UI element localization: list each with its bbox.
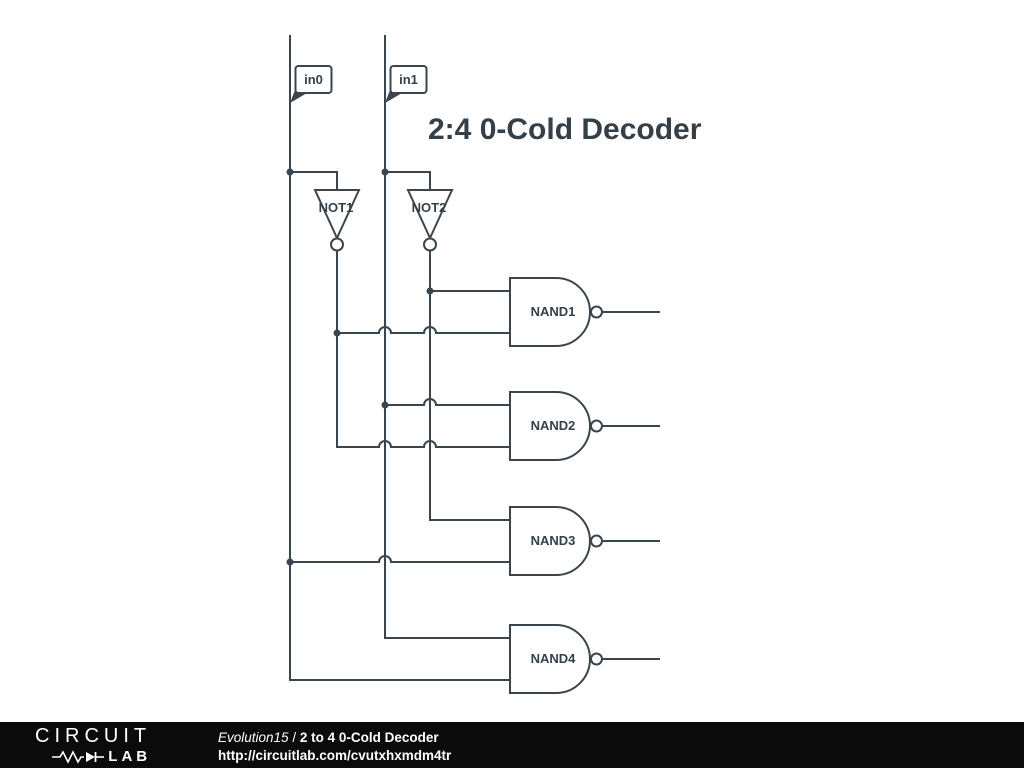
gate-label: NAND3 xyxy=(531,533,576,548)
nand-bubble xyxy=(590,534,603,548)
schematic-title: 2:4 0-Cold Decoder xyxy=(428,113,702,146)
schematic-canvas: in0 in1 2:4 0-Cold Decoder NOT1 NOT2 NAN… xyxy=(286,35,702,694)
footer-bar: CIRCUIT LAB Evolution15 / 2 to 4 0-Cold … xyxy=(0,722,1024,768)
junction-dot xyxy=(286,168,294,176)
nand-body xyxy=(509,624,591,694)
wire-nand1-bottom-input xyxy=(337,326,510,334)
logo-text-circuit: CIRCUIT xyxy=(35,725,152,747)
junction-dot xyxy=(286,558,294,566)
nand-bubble xyxy=(590,652,603,666)
nand-body xyxy=(509,277,591,347)
wire-in1-vertical xyxy=(384,35,510,639)
gate-not2[interactable]: NOT2 xyxy=(406,189,454,252)
wire-in0-vertical xyxy=(289,35,510,681)
gate-nand1[interactable]: NAND1 xyxy=(509,277,603,347)
footer-meta: Evolution15 / 2 to 4 0-Cold Decoder http… xyxy=(218,729,451,765)
wire-not2-input xyxy=(385,171,431,190)
junction-dot xyxy=(333,329,341,337)
circuit-url[interactable]: http://circuitlab.com/cvutxhxmdm4tr xyxy=(218,748,452,763)
circuit-title: 2 to 4 0-Cold Decoder xyxy=(299,730,439,745)
flag-box xyxy=(389,65,428,94)
gate-label: NOT1 xyxy=(319,200,354,215)
wire-nand3-bottom-input xyxy=(290,555,510,563)
wire-not1-output xyxy=(336,251,510,448)
gate-nand2[interactable]: NAND2 xyxy=(509,391,603,461)
circuit-symbol-icon xyxy=(52,749,105,764)
flag-label: in0 xyxy=(304,72,323,87)
nand-body xyxy=(509,391,591,461)
gate-label: NAND1 xyxy=(531,304,576,319)
wire-not2-output xyxy=(429,251,510,521)
author-name[interactable]: Evolution15 xyxy=(218,730,289,745)
inverter-bubble xyxy=(330,237,344,252)
flag-box xyxy=(294,65,333,94)
gate-label: NOT2 xyxy=(412,200,447,215)
nand-body xyxy=(509,506,591,576)
gate-nand3[interactable]: NAND3 xyxy=(509,506,603,576)
junction-dot xyxy=(381,168,389,176)
junction-dot xyxy=(381,401,389,409)
gate-nand4[interactable]: NAND4 xyxy=(509,624,603,694)
nand-bubble xyxy=(590,419,603,433)
gate-label: NAND2 xyxy=(531,418,576,433)
inverter-triangle xyxy=(313,189,361,241)
logo-text-lab: LAB xyxy=(108,748,152,765)
inverter-bubble xyxy=(423,237,437,252)
wire-not1-input xyxy=(290,171,338,190)
title-separator: / xyxy=(288,730,300,745)
flag-label: in1 xyxy=(399,72,418,87)
flag-in0[interactable]: in0 xyxy=(290,65,333,103)
nand-bubble xyxy=(590,305,603,319)
gate-label: NAND4 xyxy=(531,651,577,666)
inverter-triangle xyxy=(406,189,454,241)
gate-not1[interactable]: NOT1 xyxy=(313,189,361,252)
junction-dot xyxy=(426,287,434,295)
wire-nand2-top-input xyxy=(385,398,510,406)
flag-in1[interactable]: in1 xyxy=(385,65,428,103)
circuitlab-logo[interactable]: CIRCUIT LAB xyxy=(35,726,151,764)
